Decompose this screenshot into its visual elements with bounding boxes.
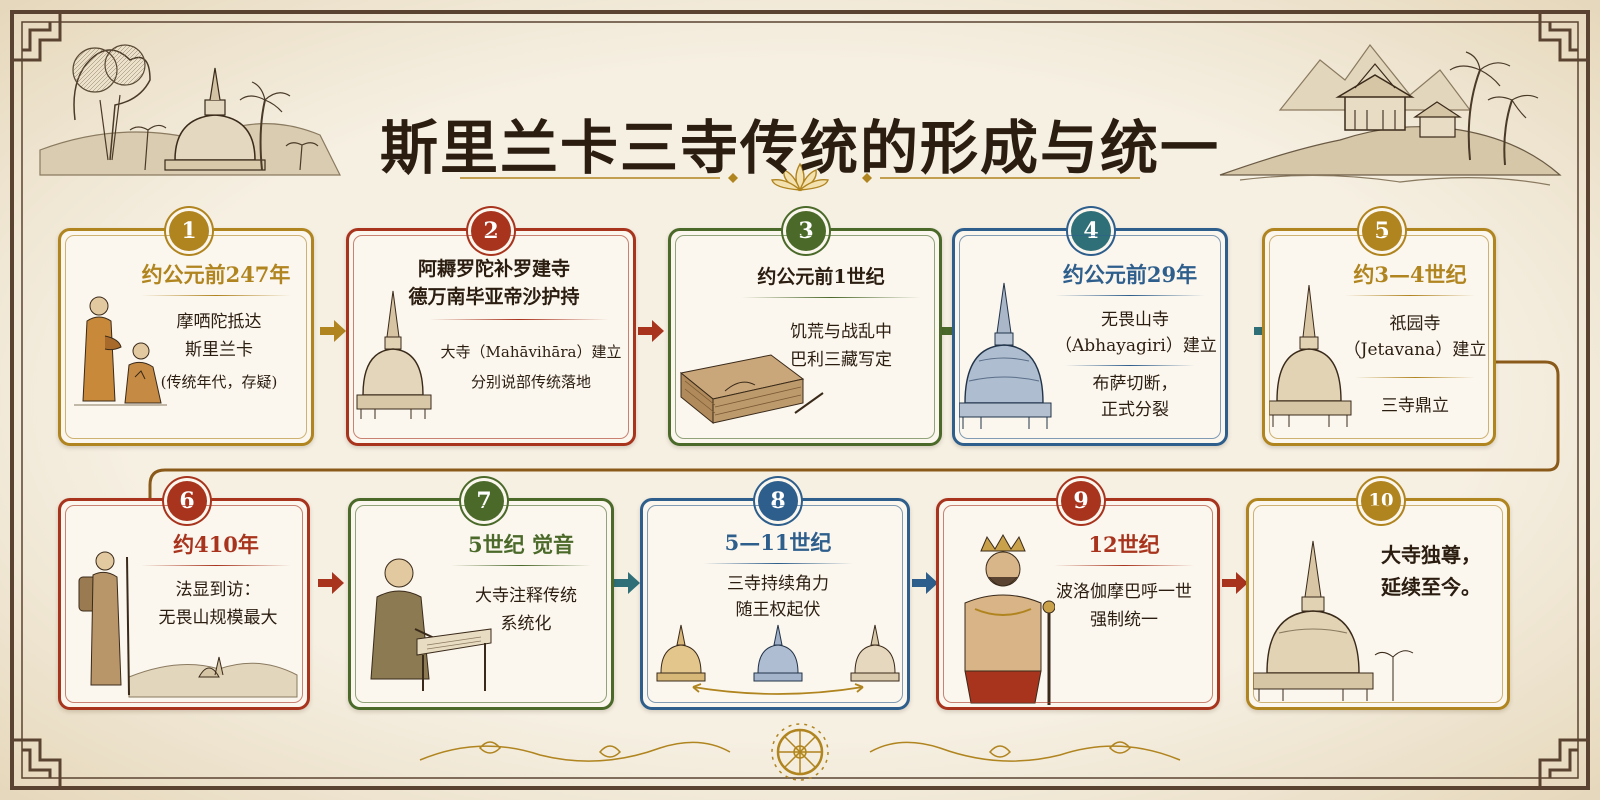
arrow-right-icon	[638, 320, 664, 342]
palm-leaf-manuscript-illustration	[679, 354, 824, 425]
step-text-line: 巴利三藏写定	[790, 350, 892, 370]
step-text-line: 无畏山寺	[1101, 310, 1169, 330]
step-text-line: 三寺鼎立	[1381, 396, 1449, 416]
arrow-right-icon	[912, 572, 938, 594]
step-text-line: 饥荒与战乱中	[790, 322, 892, 342]
stupa-illustration	[356, 290, 432, 419]
step-heading-line: 德万南毕亚帝沙护持	[408, 286, 580, 308]
step-heading-line: 阿耨罗陀补罗建寺	[417, 258, 570, 280]
blue-stupa-illustration	[959, 282, 1052, 429]
timeline-card-4: 4 约公元前29年 无畏山寺 （Abhayagiri）建立 布萨切断， 正式分裂	[952, 211, 1228, 446]
step-text-line: 强制统一	[1090, 610, 1158, 630]
step-badge: 10	[1361, 481, 1401, 521]
step-text-line: 无畏山规模最大	[158, 608, 278, 628]
step-text-line: 摩哂陀抵达	[176, 312, 262, 332]
step-badge: 4	[1071, 211, 1111, 251]
bottom-ornament	[419, 723, 1181, 781]
timeline-card-5: 5 约3—4世纪 祇园寺 （Jetavana）建立 三寺鼎立	[1262, 211, 1496, 446]
title-divider	[460, 162, 1140, 192]
stupa-illustration	[1269, 284, 1352, 427]
step-heading: 5—11世纪	[724, 530, 832, 555]
step-heading: 12世纪	[1088, 532, 1160, 557]
timeline-card-3: 3 约公元前1世纪 饥荒与战乱中 巴利三藏写定	[668, 211, 942, 446]
step-text-line: （Abhayagiri）建立	[1055, 336, 1217, 356]
step-text-line: 大寺注释传统	[475, 586, 577, 606]
step-heading: 约公元前247年	[141, 262, 291, 287]
king-illustration	[964, 533, 1055, 705]
step-text-line: 大寺（Mahāvihāra）建立	[440, 343, 622, 361]
step-text-line: 延续至今。	[1381, 575, 1481, 599]
step-badge: 2	[471, 211, 511, 251]
pilgrim-illustration	[78, 551, 298, 698]
step-text-line: 系统化	[500, 614, 552, 634]
step-heading: 约3—4世纪	[1353, 262, 1467, 287]
step-badge: 8	[758, 481, 798, 521]
step-text-line: 波洛伽摩巴呼一世	[1056, 582, 1192, 602]
right-landscape	[1219, 44, 1562, 186]
arrow-right-icon	[320, 320, 346, 342]
step-text-line: （Jetavana）建立	[1343, 340, 1487, 360]
step-text-line: 三寺持续角力	[727, 574, 829, 594]
page-title: 斯里兰卡三寺传统的形成与统一	[379, 113, 1220, 182]
row-connector	[148, 360, 1560, 512]
step-text-line: 斯里兰卡	[185, 340, 253, 360]
step-badge: 9	[1061, 481, 1101, 521]
step-note: (传统年代，存疑)	[160, 373, 278, 391]
step-text-line: 祇园寺	[1389, 314, 1441, 334]
three-stupas-illustration	[656, 624, 900, 695]
step-text-line: 布萨切断，	[1092, 374, 1178, 394]
timeline-card-6: 6 约410年 法显到访： 无畏山规模最大	[58, 481, 310, 710]
step-badge: 6	[167, 481, 207, 521]
scholar-monk-illustration	[370, 558, 492, 691]
step-badge: 5	[1362, 211, 1402, 251]
timeline-card-8: 8 5—11世纪 三寺持续角力 随王权起伏	[640, 481, 910, 710]
step-text-line: 法显到访：	[175, 580, 261, 600]
left-landscape	[39, 44, 341, 176]
step-text-line: 随王权起伏	[735, 600, 821, 620]
step-text-line: 分别说部传统落地	[470, 373, 591, 391]
step-badge: 3	[786, 211, 826, 251]
step-heading: 5世纪 觉音	[468, 532, 574, 557]
step-text-line: 大寺独尊，	[1381, 543, 1481, 567]
corner-ornaments	[12, 12, 1588, 788]
arrow-right-icon	[1222, 572, 1248, 594]
timeline-card-1: 1 约公元前247年 摩哂陀抵达 斯里兰卡 (传统年代，存疑)	[58, 211, 314, 446]
step-heading: 约410年	[173, 532, 259, 557]
step-heading: 约公元前1世纪	[757, 266, 885, 288]
step-badge: 7	[464, 481, 504, 521]
step-text-line: 正式分裂	[1101, 400, 1169, 420]
great-stupa-illustration	[1253, 540, 1414, 701]
arrow-right-icon	[318, 572, 344, 594]
step-heading: 约公元前29年	[1062, 262, 1198, 287]
timeline-card-9: 9 12世纪 波洛伽摩巴呼一世 强制统一	[936, 481, 1220, 710]
timeline-card-10: 10 大寺独尊， 延续至今。	[1246, 481, 1510, 710]
timeline-card-7: 7 5世纪 觉音 大寺注释传统 系统化	[348, 481, 614, 710]
arrow-right-icon	[614, 572, 640, 594]
timeline-card-2: 2 阿耨罗陀补罗建寺 德万南毕亚帝沙护持 大寺（Mahāvihāra）建立 分别…	[346, 211, 636, 446]
step-badge: 1	[169, 211, 209, 251]
monks-illustration	[74, 296, 167, 406]
